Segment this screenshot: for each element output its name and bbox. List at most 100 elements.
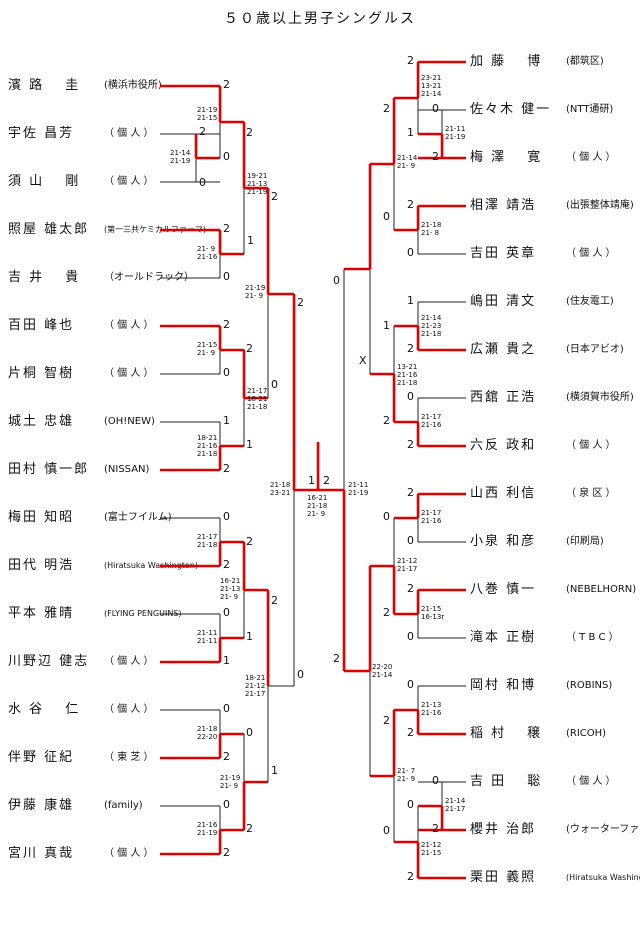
player-name: 佐々木 健一 <box>470 102 552 117</box>
player-affiliation: （ 個 人 ） <box>104 848 154 859</box>
game-count: 2 <box>246 535 253 548</box>
player-entry: 岡村 和博(ROBINS) <box>470 676 612 696</box>
game-count: 0 <box>297 668 304 681</box>
player-entry: 山西 利信（ 泉 区 ） <box>470 484 616 504</box>
player-affiliation: （ T B C ） <box>566 632 619 643</box>
player-entry: 吉 田 聡（ 個 人 ） <box>470 772 616 792</box>
match-score: 21-18 <box>421 221 441 229</box>
match-score: 21- 8 <box>421 229 439 237</box>
player-entry: 城土 忠雄(OH!NEW) <box>8 412 155 432</box>
match-score: 21-19 <box>220 774 240 782</box>
match-score: 21-16 <box>197 442 218 450</box>
player-affiliation: (住友電工) <box>566 296 614 307</box>
game-count: 0 <box>432 774 439 787</box>
game-count: 0 <box>271 378 278 391</box>
match-score: 21-15 <box>421 849 441 857</box>
player-entry: 吉 井 貴（オールドラック） <box>8 268 194 288</box>
game-count: 2 <box>223 222 230 235</box>
player-name: 滝本 正樹 <box>470 630 537 645</box>
game-count: 0 <box>246 726 253 739</box>
player-entry: 宇佐 昌芳 （ 個 人 ） <box>8 124 154 144</box>
player-affiliation: (family) <box>104 800 143 811</box>
match-score: 21-18 <box>197 450 217 458</box>
game-count: 2 <box>407 582 414 595</box>
player-affiliation: (日本アビオ) <box>566 344 624 355</box>
match-score: 21-11 <box>348 481 368 489</box>
game-count: 2 <box>432 150 439 163</box>
match-score: 13-21 <box>421 82 441 90</box>
player-entry: 梅 澤 寛（ 個 人 ） <box>470 148 616 168</box>
player-affiliation: （ 個 人 ） <box>104 128 154 139</box>
match-score: 21-14 <box>421 90 442 98</box>
game-count: 2 <box>223 318 230 331</box>
match-score: 21-19 <box>247 188 267 196</box>
player-entry: 片桐 智樹（ 個 人 ） <box>8 364 154 384</box>
player-name: 濱 路 圭 <box>8 78 81 93</box>
match-score: 21-19 <box>348 489 368 497</box>
match-score: 21-15 <box>197 114 217 122</box>
game-count: 0 <box>407 678 414 691</box>
player-affiliation: （ 個 人 ） <box>566 440 616 451</box>
match-score: 21-19 <box>245 284 265 292</box>
player-affiliation: (Hiratsuka Washington) <box>104 561 198 570</box>
player-entry: 田代 明浩(Hiratsuka Washington) <box>8 556 198 576</box>
game-count: 0 <box>407 630 414 643</box>
match-score: 13-21 <box>397 363 417 371</box>
game-count: 0 <box>407 534 414 547</box>
match-score: 21-17 <box>397 565 417 573</box>
player-affiliation: （ 個 人 ） <box>104 368 154 379</box>
player-entry: 伊藤 康雄(family) <box>8 796 143 816</box>
player-entry: 百田 峰也（ 個 人 ） <box>8 316 154 336</box>
player-name: 岡村 和博 <box>470 678 537 693</box>
game-count: 2 <box>407 486 414 499</box>
player-affiliation: (富士フイルム) <box>104 512 172 523</box>
game-count: 2 <box>223 78 230 91</box>
player-affiliation: （ 泉 区 ） <box>566 488 616 499</box>
player-affiliation: (NISSAN) <box>104 464 150 475</box>
match-score: 21-18 <box>197 725 217 733</box>
game-count: 0 <box>407 798 414 811</box>
game-count: 1 <box>407 294 414 307</box>
player-name: 水 谷 仁 <box>8 702 81 717</box>
match-score: 21-18 <box>270 481 290 489</box>
player-affiliation: （ 個 人 ） <box>104 704 154 715</box>
match-score: 21-18 <box>397 379 417 387</box>
game-count: 1 <box>223 654 230 667</box>
game-count: 0 <box>407 390 414 403</box>
player-affiliation: (RICOH) <box>566 728 607 739</box>
game-count: 2 <box>407 54 414 67</box>
game-count: 0 <box>223 150 230 163</box>
player-name: 加 藤 博 <box>470 54 543 69</box>
player-entry: 伴野 征紀（ 東 芝 ） <box>8 748 154 768</box>
player-affiliation: (NEBELHORN) <box>566 584 637 595</box>
match-score: 21-17 <box>247 387 267 395</box>
player-entry: 田村 慎一郎 (NISSAN) <box>8 460 149 480</box>
player-affiliation: （ 個 人 ） <box>566 152 616 163</box>
player-entry: 梅田 知昭(富士フイルム) <box>8 508 172 528</box>
player-affiliation: (OH!NEW) <box>104 416 155 427</box>
player-entry: 平本 雅晴(FLYING PENGUINS) <box>8 604 182 624</box>
player-entry: 相澤 靖浩(出張整体靖庵) <box>470 196 634 216</box>
match-score: 21-14 <box>445 797 466 805</box>
match-score: 21-13 <box>247 180 267 188</box>
game-count: 1 <box>246 630 253 643</box>
player-name: 稲 村 穣 <box>470 726 543 741</box>
match-score: 21-19 <box>170 157 190 165</box>
game-count: 0 <box>223 798 230 811</box>
player-affiliation: (印刷局) <box>566 536 604 547</box>
player-entry: 広瀬 貴之(日本アビオ) <box>470 340 624 360</box>
match-score: 21-15 <box>421 605 441 613</box>
player-name: 宇佐 昌芳 <box>8 126 75 141</box>
game-count: 2 <box>323 474 330 487</box>
game-count: 0 <box>223 702 230 715</box>
match-mark: X <box>359 354 367 367</box>
player-affiliation: (都筑区) <box>566 56 604 67</box>
match-score: 21-11 <box>197 629 217 637</box>
player-name: 田村 慎一郎 <box>8 462 90 477</box>
match-score: 21-12 <box>397 557 417 565</box>
player-affiliation: (横浜市役所) <box>104 80 162 91</box>
match-score: 21-16 <box>397 371 418 379</box>
match-score: 19-21 <box>247 172 267 180</box>
game-count: 2 <box>383 102 390 115</box>
